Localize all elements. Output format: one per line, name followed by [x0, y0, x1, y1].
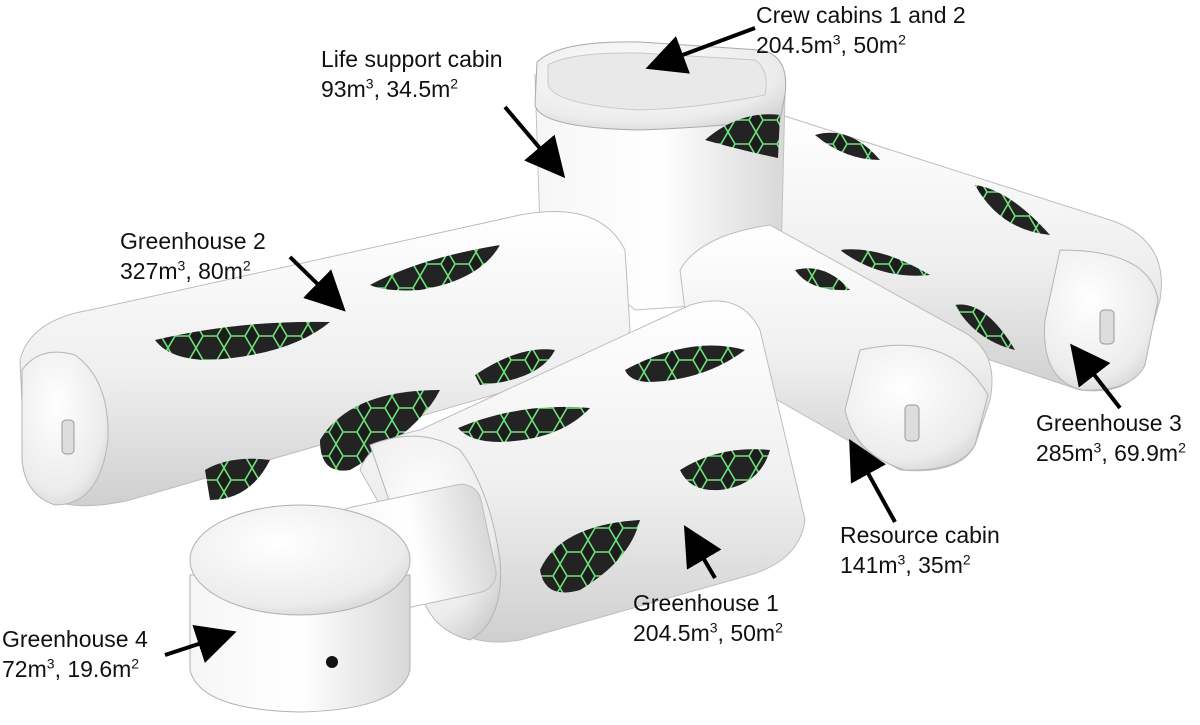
- annotation-arrows: [164, 26, 1122, 663]
- module-specs: 285m3, 69.9m2: [1036, 439, 1186, 466]
- module-specs: 72m3, 19.6m2: [2, 655, 140, 682]
- label-resource-cabin: Resource cabin 141m3, 35m2: [840, 520, 1000, 580]
- arrow-greenhouse-1: [683, 525, 722, 580]
- arrow-life-support: [503, 105, 566, 179]
- arrow-resource-cabin: [849, 438, 897, 523]
- module-specs: 141m3, 35m2: [840, 551, 971, 578]
- resource-cabin-module: [679, 224, 993, 472]
- label-greenhouse-4: Greenhouse 4 72m3, 19.6m2: [2, 624, 148, 684]
- arrow-greenhouse-2: [288, 255, 346, 312]
- arrow-greenhouse-4: [164, 624, 237, 663]
- module-name: Greenhouse 3: [1036, 410, 1182, 436]
- arrow-greenhouse-3: [1070, 343, 1122, 410]
- label-crew-cabins: Crew cabins 1 and 2 204.5m3, 50m2: [756, 0, 966, 60]
- label-greenhouse-1: Greenhouse 1 204.5m3, 50m2: [633, 588, 783, 648]
- module-specs: 93m3, 34.5m2: [321, 75, 459, 102]
- module-name: Crew cabins 1 and 2: [756, 2, 966, 28]
- module-name: Greenhouse 4: [2, 626, 148, 652]
- module-specs: 204.5m3, 50m2: [756, 31, 906, 58]
- module-specs: 327m3, 80m2: [120, 257, 251, 284]
- module-name: Greenhouse 1: [633, 590, 779, 616]
- module-name: Resource cabin: [840, 522, 1000, 548]
- arrow-crew-cabins: [645, 26, 756, 74]
- label-greenhouse-3: Greenhouse 3 285m3, 69.9m2: [1036, 408, 1186, 468]
- module-name: Life support cabin: [321, 46, 503, 72]
- label-greenhouse-2: Greenhouse 2 327m3, 80m2: [120, 226, 266, 286]
- module-name: Greenhouse 2: [120, 228, 266, 254]
- greenhouse-4-module: [189, 504, 411, 713]
- module-specs: 204.5m3, 50m2: [633, 619, 783, 646]
- label-life-support: Life support cabin 93m3, 34.5m2: [321, 44, 503, 104]
- greenhouse-2-module: [19, 211, 631, 507]
